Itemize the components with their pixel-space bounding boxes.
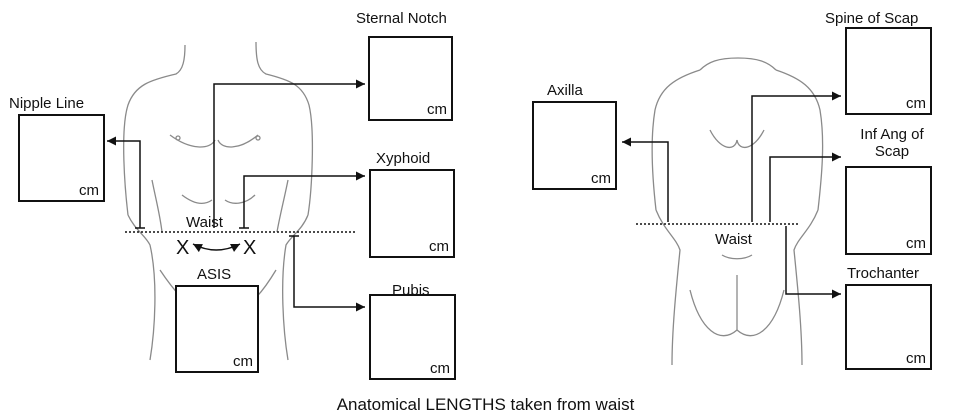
sternal-notch-label: Sternal Notch (356, 10, 447, 27)
sternal-notch-arrow (214, 84, 365, 228)
asis-left-x-mark: X (176, 238, 189, 258)
front-waist-label: Waist (186, 214, 223, 231)
spine-of-scap-arrow (752, 96, 841, 222)
axilla-arrow (622, 142, 668, 222)
pubis-box: cm (369, 294, 456, 380)
inf-ang-of-scap-label-line1: Inf Ang of (838, 126, 946, 143)
pubis-arrow (294, 236, 365, 307)
asis-right-x-mark: X (243, 238, 256, 258)
inf-ang-of-scap-label-line2: Scap (838, 143, 946, 160)
xyphoid-label: Xyphoid (376, 150, 430, 167)
axilla-unit: cm (591, 170, 611, 187)
trochanter-label: Trochanter (847, 265, 919, 282)
inf-ang-of-scap-unit: cm (906, 235, 926, 252)
nipple-line-box: cm (18, 114, 105, 202)
spine-of-scap-unit: cm (906, 95, 926, 112)
diagram-caption: Anatomical LENGTHS taken from waist (0, 395, 971, 415)
asis-curved-arrow (193, 244, 240, 250)
inf-ang-of-scap-box: cm (845, 166, 932, 255)
inf-ang-of-scap-arrow (770, 157, 841, 222)
trochanter-box: cm (845, 284, 932, 370)
sternal-notch-unit: cm (427, 101, 447, 118)
spine-of-scap-label: Spine of Scap (825, 10, 918, 27)
axilla-label: Axilla (547, 82, 583, 99)
asis-unit: cm (233, 353, 253, 370)
xyphoid-box: cm (369, 169, 455, 258)
sternal-notch-box: cm (368, 36, 453, 121)
asis-box: cm (175, 285, 259, 373)
nipple-line-label: Nipple Line (9, 95, 84, 112)
front-annotation-lines (107, 84, 365, 307)
trochanter-unit: cm (906, 350, 926, 367)
pubis-unit: cm (430, 360, 450, 377)
nipple-line-unit: cm (79, 182, 99, 199)
inf-ang-of-scap-label: Inf Ang of Scap (838, 126, 946, 160)
xyphoid-unit: cm (429, 238, 449, 255)
back-waist-label: Waist (715, 231, 752, 248)
axilla-box: cm (532, 101, 617, 190)
spine-of-scap-box: cm (845, 27, 932, 115)
trochanter-arrow (786, 226, 841, 294)
xyphoid-arrow (244, 176, 365, 228)
back-body-outline (652, 58, 823, 365)
asis-label: ASIS (197, 266, 231, 283)
